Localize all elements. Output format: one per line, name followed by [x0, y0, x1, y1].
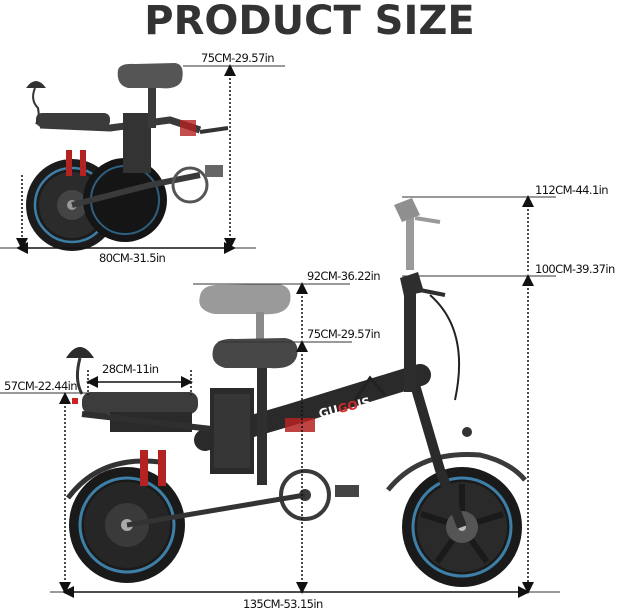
min-handlebar-height-label: 100CM-39.37in	[535, 262, 615, 276]
seat-height-dimension	[193, 282, 352, 594]
unfolded-bike-image: GUGOIS	[65, 198, 527, 587]
page-title: PRODUCT SIZE	[144, 0, 475, 44]
total-length-label: 135CM-53.15in	[243, 597, 323, 611]
folded-height-label: 75CM-29.57in	[201, 51, 275, 65]
min-seat-height-label: 75CM-29.57in	[307, 327, 381, 341]
rear-seat-height-dimension	[0, 392, 90, 594]
handlebar-height-dimension	[402, 195, 556, 594]
rear-seat-height-label: 57CM-22.44in	[4, 379, 78, 393]
rear-seat-length-dimension	[86, 370, 193, 395]
folded-length-dimension	[0, 175, 256, 254]
max-seat-height-label: 92CM-36.22in	[307, 269, 381, 283]
rear-seat-length-label: 28CM-11in	[102, 362, 159, 376]
folded-height-dimension	[183, 64, 285, 250]
max-handlebar-height-label: 112CM-44.1in	[535, 183, 609, 197]
folded-length-label: 80CM-31.5in	[99, 251, 166, 265]
folded-bike-image	[26, 63, 229, 251]
